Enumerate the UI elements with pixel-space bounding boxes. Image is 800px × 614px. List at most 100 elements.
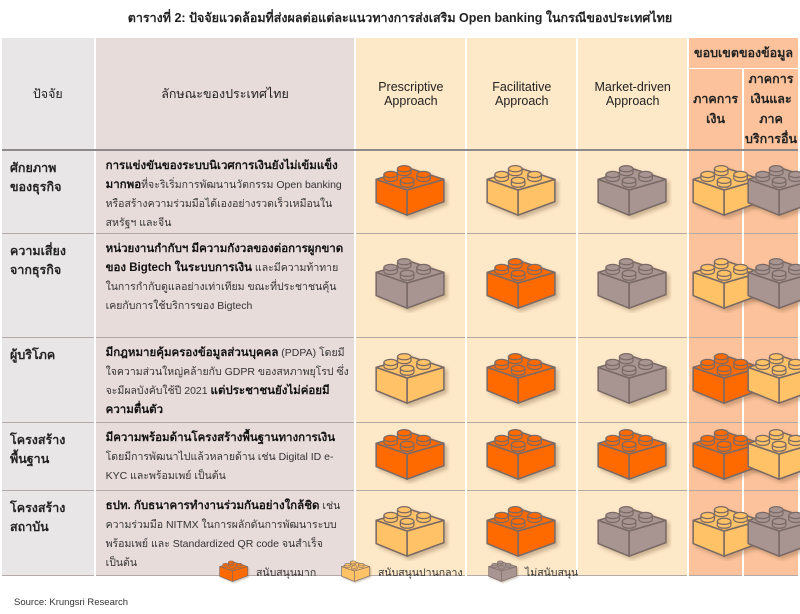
brick-cell-scope-financial	[688, 422, 762, 491]
brick-cell-market-driven	[577, 490, 690, 576]
brick-none-icon	[744, 257, 800, 317]
legend: สนับสนุนมาก สนับสนุนปานกลาง ไม่สนับสนุน	[0, 558, 800, 588]
description-cell: หน่วยงานกำกับฯ มีความกังวลของต่อการผูกขา…	[94, 233, 357, 338]
brick-cell-scope-other	[743, 233, 800, 338]
factor-cell: โครงสร้างพื้นฐาน	[2, 422, 96, 491]
factor-cell: ความเสี่ยงจากธุรกิจ	[2, 233, 96, 338]
factor-label: สถาบัน	[10, 520, 49, 534]
brick-cell-facilitative	[466, 337, 579, 423]
factor-label: ผู้บริโภค	[10, 348, 56, 362]
table-row: โครงสร้างสถาบันธปท. กับธนาคารทำงานร่วมกั…	[2, 490, 800, 576]
factor-label: จากธุรกิจ	[10, 263, 62, 277]
factor-label: ของธุรกิจ	[10, 180, 62, 194]
brick-cell-market-driven	[577, 150, 690, 234]
description-cell: มีความพร้อมด้านโครงสร้างพื้นฐานทางการเงิ…	[94, 422, 357, 491]
factor-label: โครงสร้าง	[10, 433, 66, 447]
brick-high-icon	[483, 352, 561, 412]
brick-medium-icon	[744, 352, 800, 412]
brick-none-icon	[487, 558, 525, 587]
header-description: ลักษณะของประเทศไทย	[94, 38, 357, 151]
legend-item-none: ไม่สนับสนุน	[487, 558, 578, 587]
brick-cell-scope-other	[743, 150, 800, 234]
brick-high-icon	[594, 428, 672, 488]
header-facilitative-line1: Facilitative	[492, 79, 552, 94]
factor-label: ความเสี่ยง	[10, 244, 66, 258]
brick-none-icon	[594, 505, 672, 565]
brick-high-icon	[372, 164, 450, 224]
header-prescriptive-line1: Prescriptive	[378, 79, 444, 94]
brick-cell-market-driven	[577, 233, 690, 338]
table-body: ศักยภาพของธุรกิจ การแข่งขันของระบบนิเวศกา…	[2, 150, 800, 576]
description-cell: มีกฎหมายคุ้มครองข้อมูลส่วนบุคคล (PDPA) โ…	[94, 337, 357, 423]
brick-cell-prescriptive	[355, 422, 468, 491]
description-cell: การแข่งขันของระบบนิเวศการเงินยังไม่เข้มแ…	[94, 150, 357, 234]
brick-high-icon	[483, 428, 561, 488]
brick-cell-market-driven	[577, 337, 690, 423]
description-text: ที่จะริเริ่มการพัฒนานวัตกรรม Open bankin…	[105, 179, 342, 229]
legend-item-high: สนับสนุนมาก	[218, 558, 316, 587]
brick-none-icon	[744, 505, 800, 565]
brick-cell-prescriptive	[355, 337, 468, 423]
source-note: Source: Krungsri Research	[14, 597, 129, 608]
brick-cell-prescriptive	[355, 233, 468, 338]
brick-cell-facilitative	[466, 150, 579, 234]
description-text: โดยมีการพัฒนาไปแล้วหลายด้าน เช่น Digital…	[105, 451, 334, 482]
header-data-scope: ขอบเขตของข้อมูล	[688, 38, 798, 69]
header-subrow: ภาคการเงิน ภาคการเงินและภาคบริการอื่น	[2, 68, 798, 151]
table-row: โครงสร้างพื้นฐาน มีความพร้อมด้านโครงสร้าง…	[2, 422, 800, 491]
brick-cell-facilitative	[466, 422, 579, 491]
brick-none-icon	[594, 164, 672, 224]
factor-cell: ผู้บริโภค	[2, 337, 96, 423]
header-factor: ปัจจัย	[2, 38, 96, 151]
description-text: มีความพร้อมด้านโครงสร้างพื้นฐานทางการเงิ…	[105, 432, 336, 444]
brick-cell-facilitative	[466, 233, 579, 338]
table-title: ตารางที่ 2: ปัจจัยแวดล้อมที่ส่งผลต่อแต่ล…	[127, 11, 673, 25]
header-scope-other-line1: ภาคการเงินและ	[748, 72, 794, 106]
description-text: ธปท. กับธนาคารทำงานร่วมกันอย่างใกล้ชิด	[105, 500, 320, 512]
brick-cell-facilitative	[466, 490, 579, 576]
brick-medium-icon	[744, 428, 800, 488]
legend-label: สนับสนุนมาก	[256, 567, 317, 579]
legend-item-medium: สนับสนุนปานกลาง	[340, 558, 463, 587]
description-text: การแข่งขันของระบบนิเวศการเงินยังไม่เข้มแ…	[105, 160, 338, 191]
brick-cell-prescriptive	[355, 490, 468, 576]
brick-medium-icon	[483, 164, 561, 224]
brick-high-icon	[218, 558, 256, 587]
brick-none-icon	[744, 164, 800, 224]
brick-high-icon	[372, 428, 450, 488]
factor-label: โครงสร้าง	[10, 501, 66, 515]
brick-cell-scope-financial	[688, 337, 762, 423]
brick-high-icon	[483, 505, 561, 565]
table-row: ความเสี่ยงจากธุรกิจ หน่วยงานกำกับฯ มีความ…	[2, 233, 800, 338]
description-text: แต่ประชาชนยังไม่ค่อยมีความตื่นตัว	[105, 385, 330, 416]
factor-label: ศักยภาพ	[10, 161, 57, 175]
description-text: มีกฎหมายคุ้มครองข้อมูลส่วนบุคคล	[105, 347, 279, 359]
brick-cell-prescriptive	[355, 150, 468, 234]
brick-cell-market-driven	[577, 422, 690, 491]
brick-cell-scope-financial	[688, 233, 762, 338]
header-market-line1: Market-driven	[594, 79, 671, 94]
legend-label: ไม่สนับสนุน	[525, 567, 579, 579]
brick-high-icon	[483, 257, 561, 317]
brick-cell-scope-other	[743, 337, 800, 423]
brick-cell-scope-other	[743, 422, 800, 491]
brick-none-icon	[372, 257, 450, 317]
brick-medium-icon	[340, 558, 378, 587]
description-cell: ธปท. กับธนาคารทำงานร่วมกันอย่างใกล้ชิด เ…	[94, 490, 357, 576]
brick-cell-scope-financial	[688, 150, 762, 234]
description-text: หน่วยงานกำกับฯ มีความกังวลของต่อการผูกขา…	[105, 243, 344, 274]
brick-medium-icon	[689, 164, 767, 224]
brick-medium-icon	[372, 352, 450, 412]
factor-cell: โครงสร้างสถาบัน	[2, 490, 96, 576]
description-text: เช่น ความร่วมมือ NITMX ในการผลักดันการพั…	[105, 500, 341, 569]
header-market-line2: Approach	[605, 93, 660, 108]
description-text: (PDPA) โดยมีใจความส่วนใหญ่คล้ายกับ GDPR …	[105, 347, 349, 397]
brick-none-icon	[594, 257, 672, 317]
legend-label: สนับสนุนปานกลาง	[378, 567, 463, 579]
factor-cell: ศักยภาพของธุรกิจ	[2, 150, 96, 234]
